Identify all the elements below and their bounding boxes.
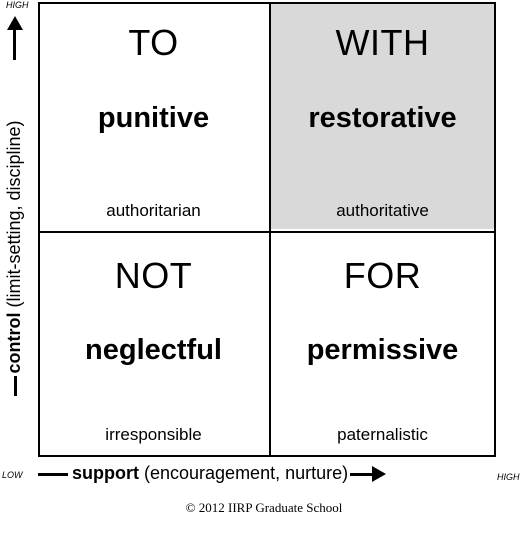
y-axis-high-label: HIGH <box>6 0 29 10</box>
arrow-right-icon <box>372 466 387 483</box>
x-axis-title-rest: (encouragement, nurture) <box>139 463 349 483</box>
quadrant-descriptor: authoritarian <box>106 201 201 220</box>
quadrant-preposition: FOR <box>343 255 422 296</box>
quadrant-not: NOT neglectful irresponsible <box>40 233 267 455</box>
copyright-notice: © 2012 IIRP Graduate School <box>185 500 343 515</box>
quadrant-descriptor: paternalistic <box>337 425 428 444</box>
horizontal-divider <box>40 231 494 233</box>
y-axis-title-rest: (limit-setting, discipline) <box>4 120 24 313</box>
y-axis-title: control (limit-setting, discipline) <box>4 38 28 478</box>
quadrant-preposition: WITH <box>335 22 430 63</box>
quadrant-preposition: NOT <box>114 255 193 296</box>
x-axis-low-label: LOW <box>2 470 23 480</box>
x-axis-arrow-shaft <box>350 472 373 476</box>
social-discipline-window: TO punitive authoritarian WITH restorati… <box>38 2 496 457</box>
quadrant-descriptor: irresponsible <box>105 425 202 444</box>
quadrant-approach: permissive <box>306 334 459 366</box>
x-axis-high-label: HIGH <box>497 472 520 482</box>
quadrant-approach: restorative <box>308 102 457 134</box>
y-axis-title-bold: control <box>4 312 24 374</box>
vertical-divider <box>269 4 271 455</box>
quadrant-to: TO punitive authoritarian <box>40 4 267 229</box>
y-axis-arrow-shaft <box>13 26 16 60</box>
quadrant-descriptor: authoritative <box>336 201 429 220</box>
quadrant-approach: punitive <box>97 102 210 134</box>
quadrant-with: WITH restorative authoritative <box>271 4 494 229</box>
x-axis-title-bold: support <box>72 463 139 483</box>
x-axis-dash <box>38 472 68 476</box>
arrow-up-icon <box>7 16 23 30</box>
quadrant-preposition: TO <box>128 22 179 63</box>
y-axis-dash <box>13 375 17 396</box>
x-axis-title: support (encouragement, nurture) <box>38 463 387 484</box>
quadrant-for: FOR permissive paternalistic <box>271 233 494 455</box>
quadrant-approach: neglectful <box>85 334 222 366</box>
